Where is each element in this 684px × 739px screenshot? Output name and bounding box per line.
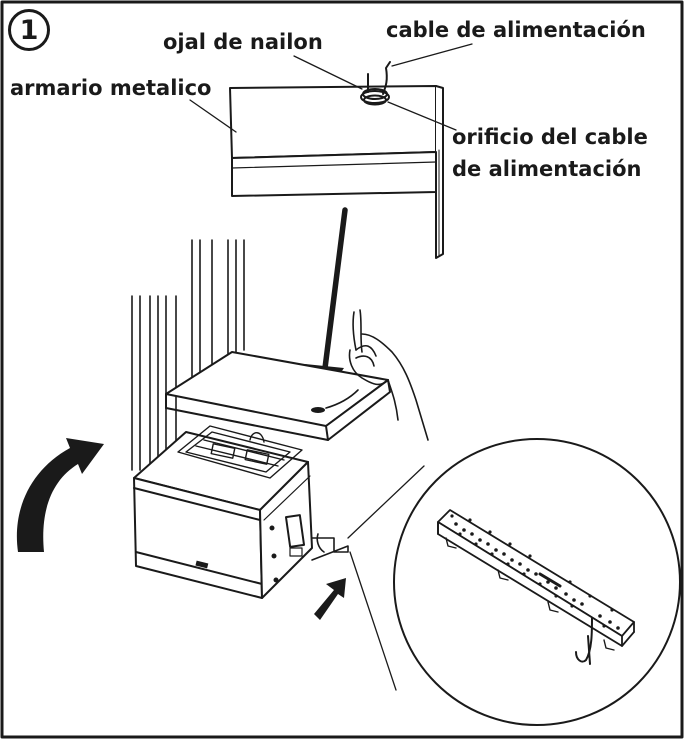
metal-cabinet xyxy=(229,85,444,259)
leader-nylon-grommet xyxy=(293,55,363,90)
oven-side xyxy=(259,461,313,599)
detail-callout-lines xyxy=(347,465,425,691)
leader-power-cord-hole xyxy=(387,101,457,131)
side-bracket-slot xyxy=(284,514,306,548)
small-arrow xyxy=(314,578,346,620)
plate-holes xyxy=(450,514,620,630)
cabinet-top-panel xyxy=(229,85,437,159)
leader-power-cord xyxy=(391,43,473,67)
hand-with-cord xyxy=(325,309,429,441)
plate-tabs xyxy=(445,537,615,651)
leader-metal-cabinet xyxy=(189,99,237,133)
label-nylon-grommet: ojal de nailon xyxy=(163,30,323,54)
detail-magnifier xyxy=(393,438,681,726)
leader-lines xyxy=(189,43,473,133)
wall-plate-tab xyxy=(311,537,349,561)
label-power-cord: cable de alimentación xyxy=(386,18,646,42)
label-metal-cabinet: armario metalico xyxy=(10,76,212,100)
lift-curved-arrow xyxy=(16,438,104,552)
step-number-badge: 1 xyxy=(8,9,50,51)
mounting-board xyxy=(165,351,391,441)
board-hole xyxy=(311,407,325,413)
label-power-cord-hole-line1: orificio del cable xyxy=(452,125,648,149)
control-strip xyxy=(133,487,261,521)
cabinet-front-edge xyxy=(231,151,437,197)
oven-vent xyxy=(177,425,303,479)
label-power-cord-hole-line2: de alimentación xyxy=(452,157,642,181)
label-power-cord-hole: orificio del cable de alimentación xyxy=(452,121,648,185)
microwave-oven xyxy=(133,425,349,599)
power-cord-top xyxy=(367,61,391,95)
cabinet-edge-line xyxy=(231,161,437,169)
door-handle-mark xyxy=(195,560,209,569)
